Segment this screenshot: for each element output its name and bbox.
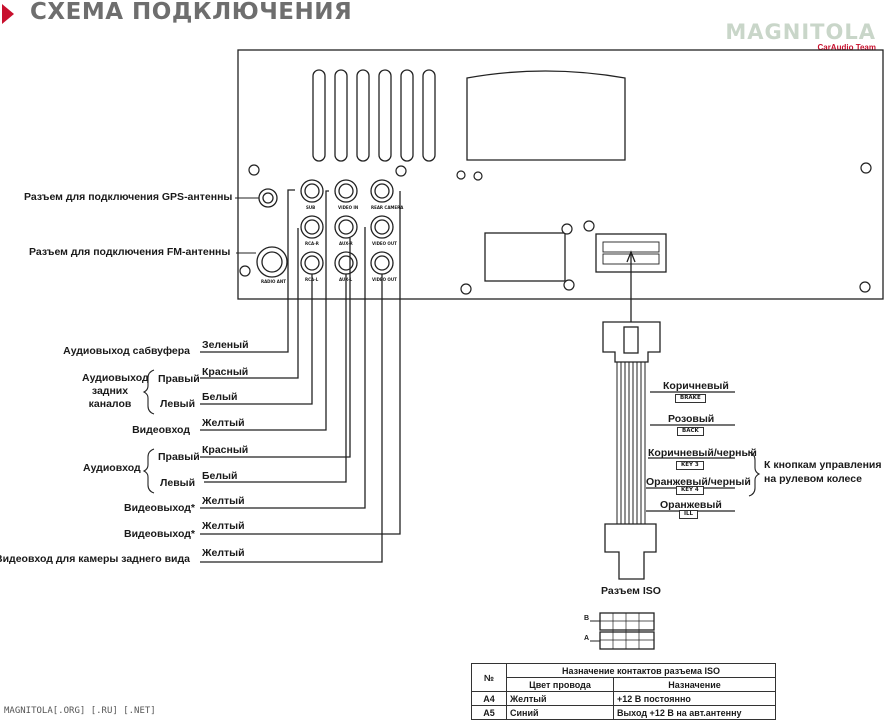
label-left-channel: Левый — [160, 398, 196, 410]
jack-label-radio-ant: RADIO ANT — [261, 279, 286, 284]
label-audio-in: Аудиовход — [83, 462, 141, 474]
output-cables — [200, 189, 401, 563]
wire-color-yellow-4: Желтый — [202, 547, 245, 559]
iso-plug — [604, 523, 657, 580]
harness-pink-label: Розовый — [668, 413, 715, 425]
jack-label-aux-l: AUX-L — [339, 277, 353, 282]
rear-panel-window — [466, 70, 626, 161]
label-video-out-2: Видеовыход* — [124, 528, 195, 540]
iso-table-col-purpose: Назначение — [613, 677, 776, 692]
label-rear-audio-out-1: Аудиовыход — [82, 372, 149, 384]
chevron-right-icon — [2, 4, 14, 24]
jack-label-video-out-2: VIDEO OUT — [372, 277, 397, 282]
harness-plug — [602, 321, 661, 363]
steering-label-2: на рулевом колесе — [764, 473, 862, 485]
label-video-out-1: Видеовыход* — [124, 502, 195, 514]
iso-table-caption: Назначение контактов разъема ISO — [506, 663, 776, 678]
harness-key3-tag: KEY 3 — [676, 461, 704, 470]
gps-antenna-label: Разъем для подключения GPS-антенны — [24, 191, 233, 203]
label-left-channel-2: Левый — [160, 477, 196, 489]
table-row: A5 Синий Выход +12 В на авт.антенну — [471, 705, 776, 720]
harness-brown-label: Коричневый — [663, 380, 729, 392]
iso-wire-color: Синий — [506, 705, 614, 720]
wire-color-yellow-3: Желтый — [202, 520, 245, 532]
label-subwoofer-out: Аудиовыход сабвуфера — [63, 345, 190, 357]
brand-logo: MAGNITOLA CarAudio Team — [725, 20, 876, 53]
harness-brown-black-label: Коричневый/черный — [648, 447, 757, 459]
iso-connector-label: Разъем ISO — [601, 585, 661, 597]
wire-color-yellow-2: Желтый — [202, 495, 245, 507]
screws — [239, 162, 872, 295]
iso-purpose: +12 В постоянно — [613, 691, 776, 706]
cooling-vents — [312, 69, 436, 162]
iso-table-col-color: Цвет провода — [506, 677, 614, 692]
footer-watermark: MAGNITOLA[.ORG] [.RU] [.NET] — [4, 706, 156, 716]
fm-antenna-label: Разъем для подключения FM-антенны — [29, 246, 231, 258]
wire-color-red-1: Красный — [202, 366, 249, 378]
label-rear-audio-out-3: каналов — [88, 398, 132, 410]
harness-back-tag: BACK — [677, 427, 704, 436]
jack-label-aux-r: AUX-R — [339, 241, 353, 246]
wire-color-white-2: Белый — [202, 470, 238, 482]
harness-ill-tag: ILL — [679, 510, 699, 519]
jack-label-video-out: VIDEO OUT — [372, 241, 397, 246]
logo-subtitle: CarAudio Team — [817, 43, 876, 52]
iso-a-label: A — [584, 635, 590, 642]
label-video-in: Видеовход — [132, 424, 190, 436]
page-title: СХЕМА ПОДКЛЮЧЕНИЯ — [30, 0, 353, 25]
rca-jacks — [300, 179, 394, 275]
jack-label-rca-r: RCA-R — [305, 241, 319, 246]
harness-orange-black-label: Оранжевый/черный — [646, 476, 751, 488]
wire-color-yellow-1: Желтый — [202, 417, 245, 429]
jack-label-sub: SUB — [306, 205, 316, 210]
iso-block-b — [599, 612, 655, 631]
label-rear-audio-out: Аудиовыход задних каналов — [82, 372, 149, 411]
harness-brake-tag: BRAKE — [675, 394, 706, 403]
label-right-channel-2: Правый — [158, 451, 200, 463]
harness-orange-label: Оранжевый — [660, 499, 722, 511]
iso-purpose: Выход +12 В на авт.антенну — [613, 705, 776, 720]
iso-pin: A5 — [471, 705, 507, 720]
iso-table-col-no: № — [471, 663, 507, 692]
label-rear-audio-out-2: задних — [91, 385, 129, 397]
label-right-channel: Правый — [158, 373, 200, 385]
iso-pin-table: № Назначение контактов разъема ISO Цвет … — [471, 663, 776, 720]
logo-text: MAGNITOLA — [725, 20, 876, 44]
wire-color-red-2: Красный — [202, 444, 249, 456]
steering-label-1: К кнопкам управления — [764, 459, 882, 471]
iso-b-label: B — [584, 615, 590, 622]
vent-plate — [484, 232, 566, 282]
harness-key4-tag: KEY 4 — [676, 486, 704, 495]
iso-wire-color: Желтый — [506, 691, 614, 706]
label-rear-camera-in: Видеовход для камеры заднего вида — [0, 553, 190, 565]
iso-pin: A4 — [471, 691, 507, 706]
jack-label-rca-l: RCA-L — [305, 277, 319, 282]
head-unit-body — [237, 49, 884, 300]
iso-block-a — [599, 631, 655, 650]
iso-table-header-row: Цвет провода Назначение — [472, 677, 776, 692]
jack-label-rear-camera: REAR CAMERA — [371, 205, 404, 210]
wire-color-green: Зеленый — [202, 339, 249, 351]
wire-bundle — [616, 362, 646, 524]
jack-label-video-in: VIDEO IN — [338, 205, 359, 210]
table-row: A4 Желтый +12 В постоянно — [471, 691, 776, 706]
iso-table-caption-row: № Назначение контактов разъема ISO — [471, 663, 776, 692]
wire-color-white-1: Белый — [202, 391, 238, 403]
